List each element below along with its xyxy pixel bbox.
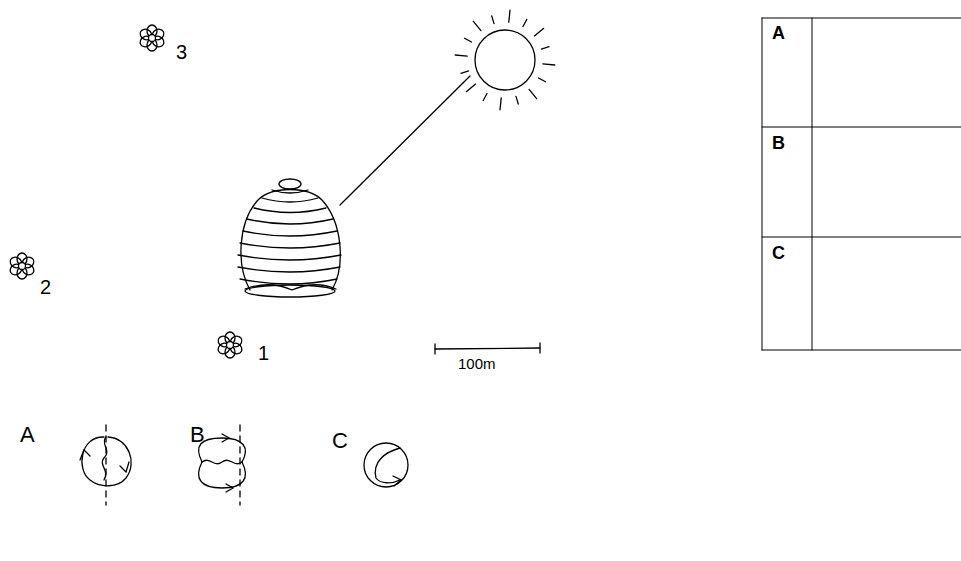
answer-table xyxy=(762,18,961,350)
round-dance-a xyxy=(80,425,131,505)
dance-c xyxy=(364,443,408,487)
sun-rays xyxy=(455,10,555,110)
flower xyxy=(216,332,244,358)
waggle-dance-b xyxy=(199,425,246,505)
sun xyxy=(475,30,535,90)
table-cell: B xyxy=(772,134,785,152)
callout-number: 2 xyxy=(40,277,51,297)
figure-letter: C xyxy=(332,430,348,452)
scale-bar xyxy=(435,343,540,354)
flower xyxy=(8,253,36,279)
figure-letter: A xyxy=(20,424,35,446)
callout-number: 1 xyxy=(258,343,269,363)
table-cell: C xyxy=(772,244,785,262)
callout-number: 3 xyxy=(176,42,187,62)
beehive xyxy=(238,179,341,297)
figure-letter: B xyxy=(190,424,205,446)
table-cell: A xyxy=(772,24,785,42)
flower xyxy=(138,25,166,51)
sun-direction-line xyxy=(340,76,470,205)
scale-label: 100m xyxy=(458,356,496,371)
